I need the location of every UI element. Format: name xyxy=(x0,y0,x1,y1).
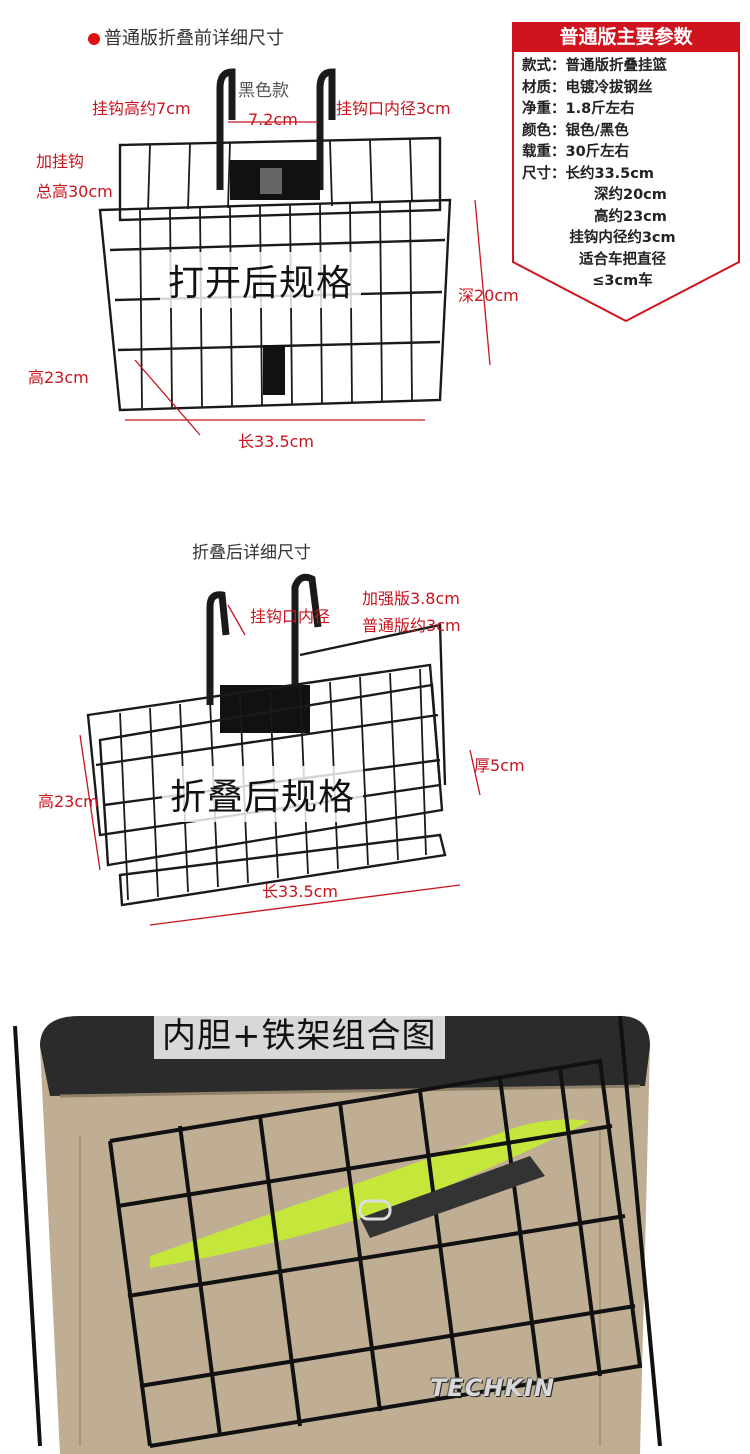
spec-row: 材质：电镀冷拔钢丝 xyxy=(522,79,653,96)
spec-row: 颜色：银色/黑色 xyxy=(522,122,629,139)
spec-row: ≤3cm车 xyxy=(592,273,653,289)
spec-row: 款式：普通版折叠挂篮 xyxy=(522,58,667,74)
standard-version-label: 普通版约3cm xyxy=(362,616,461,635)
height-label: 高23cm xyxy=(28,368,89,387)
section2-title: 折叠后详细尺寸 xyxy=(192,543,311,563)
red-dot-icon xyxy=(88,33,100,45)
length-label: 长33.5cm xyxy=(238,432,315,451)
section1-title: 普通版折叠前详细尺寸 xyxy=(88,24,284,50)
total-height-label-line1: 加挂钩 xyxy=(36,152,85,171)
spec-panel: 普通版主要参数 款式：普通版折叠挂篮 材质：电镀冷拔钢丝 净重：1.8斤左右 颜… xyxy=(512,22,740,322)
depth-label: 深20cm xyxy=(458,286,519,305)
spec-row: 高约23cm xyxy=(594,208,667,225)
spec-row: 挂钩内径约3cm xyxy=(569,230,676,246)
color-variant-label: 黑色款 xyxy=(238,81,289,101)
spec-row: 载重：30斤左右 xyxy=(522,144,630,160)
liner-frame-photo xyxy=(0,1006,750,1454)
total-height-label-line2: 总高30cm xyxy=(36,182,113,201)
hook-inner-diameter-label: 挂钩口内径3cm xyxy=(336,99,451,118)
spec-row: 净重：1.8斤左右 xyxy=(522,101,635,117)
spec-row: 深约20cm xyxy=(594,187,667,203)
spec-row: 尺寸：长约33.5cm xyxy=(522,165,654,182)
spec-panel-header: 普通版主要参数 xyxy=(512,22,740,52)
thickness-label: 厚5cm xyxy=(474,756,525,775)
folded-length-label: 长33.5cm xyxy=(262,882,339,901)
open-spec-overlay-label: 打开后规格 xyxy=(160,252,362,308)
folded-hook-inner-label: 挂钩口内径 xyxy=(250,607,331,626)
hook-height-label: 挂钩高约7cm xyxy=(92,99,191,118)
reinforced-version-label: 加强版3.8cm xyxy=(362,589,460,608)
folded-spec-overlay-label: 折叠后规格 xyxy=(162,766,364,822)
liner-frame-overlay-label: 内胆+铁架组合图 xyxy=(154,1006,445,1059)
spec-panel-body: 款式：普通版折叠挂篮 材质：电镀冷拔钢丝 净重：1.8斤左右 颜色：银色/黑色 … xyxy=(522,56,737,293)
spec-row: 适合车把直径 xyxy=(579,251,666,268)
folded-height-label: 高23cm xyxy=(38,792,99,811)
techkin-logo: TECHKIN xyxy=(430,1374,556,1402)
hook-gap-label: 7.2cm xyxy=(248,110,298,129)
